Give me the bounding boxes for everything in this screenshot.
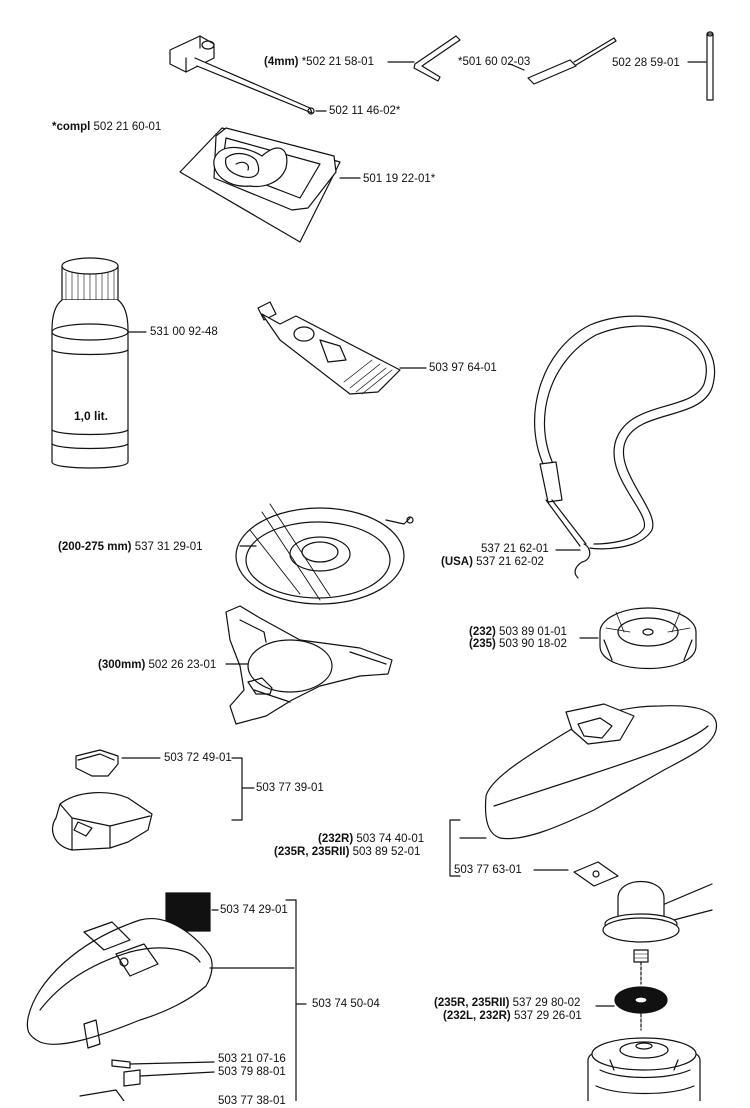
block-label: 503 74 29-01 — [220, 904, 288, 916]
washer-235r-label: (235R, 235RII) 537 29 80-02 — [434, 997, 581, 1009]
compl-kit-label: *compl 502 21 60-01 — [52, 121, 162, 133]
trimmer-head-drawing — [579, 607, 697, 669]
tool-pin-drawing — [509, 37, 617, 85]
allen-key-label: (4mm) *502 21 58-01 — [264, 56, 374, 68]
strap-usa-label: (USA) 537 21 62-02 — [441, 556, 544, 568]
blade-guard-235r-label: (235R, 235RII) 503 89 52-01 — [274, 846, 421, 858]
drive-head-drawing — [602, 880, 713, 985]
big-guard-label: 503 74 50-04 — [312, 998, 380, 1010]
head-235-label: (235) 503 90 18-02 — [469, 638, 567, 650]
oil-bottle-drawing — [51, 257, 147, 469]
guard-kit-label: 503 77 39-01 — [256, 782, 324, 794]
head-232-label: (232) 503 89 01-01 — [469, 626, 567, 638]
washer-232l-label: (232L, 232R) 537 29 26-01 — [443, 1010, 582, 1022]
washer-drawing — [595, 986, 668, 1031]
blade-guard-bracket-line — [449, 819, 461, 877]
plate-label: 503 77 63-01 — [454, 864, 522, 876]
screws-drawing — [79, 1059, 215, 1101]
blade-guard-drawing — [459, 703, 718, 840]
plate-drawing — [533, 861, 619, 887]
guard-200-label: (200-275 mm) 537 31 29-01 — [58, 541, 203, 553]
oil-label: 531 00 92-48 — [150, 326, 218, 338]
big-guard-drawing — [26, 918, 295, 1049]
allen-key-drawing — [387, 35, 461, 82]
big-guard-bracket-line — [285, 899, 307, 1101]
screw2-label: 503 79 88-01 — [218, 1066, 286, 1078]
harness-pad-drawing — [179, 127, 361, 243]
socket-wrench-label: 502 11 46-02* — [329, 105, 401, 117]
cut-bottom-label: 503 77 38-01 — [218, 1095, 286, 1107]
harness-pad-label: 501 19 22-01* — [363, 173, 436, 185]
tool-pin-label: *501 60 02-03 — [458, 56, 531, 68]
strap-label: 537 21 62-01 — [481, 543, 549, 555]
rod-drawing — [687, 31, 714, 101]
rod-label: 502 28 59-01 — [612, 57, 680, 69]
grease-label: 503 97 64-01 — [429, 362, 497, 374]
kit-bracket-line — [231, 757, 255, 821]
guard-300-label: (300mm) 502 26 23-01 — [98, 659, 217, 671]
oil-volume-label: 1,0 lit. — [74, 409, 109, 423]
strap-drawing — [534, 315, 715, 579]
small-guard-drawing — [51, 749, 161, 851]
bracket-label: 503 72 49-01 — [164, 752, 232, 764]
guard-300-drawing — [225, 605, 393, 725]
bottom-head-drawing — [587, 1037, 701, 1101]
blade-guard-232r-label: (232R) 503 74 40-01 — [318, 833, 425, 845]
socket-wrench-drawing — [169, 35, 327, 115]
screw1-label: 503 21 07-16 — [218, 1053, 286, 1065]
guard-200-drawing — [235, 503, 414, 605]
grease-tube-drawing — [257, 301, 427, 395]
